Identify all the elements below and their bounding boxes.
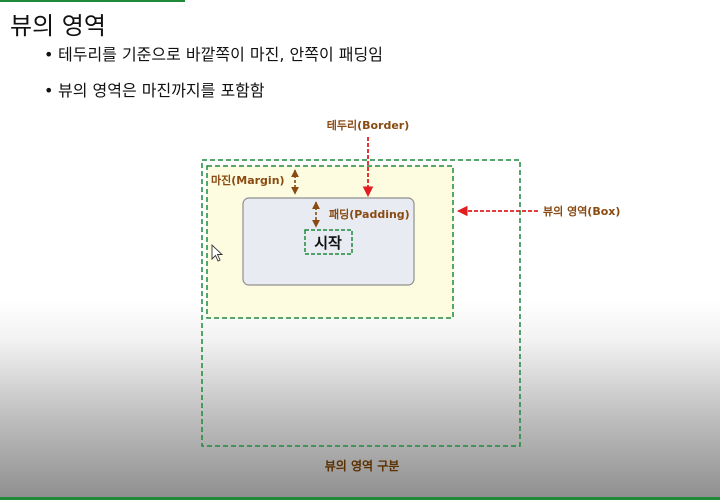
border-box (242, 197, 415, 286)
slide-title: 뷰의 영역 (10, 12, 106, 40)
bullet-item-1: •테두리를 기준으로 바깥쪽이 마진, 안쪽이 패딩임 (44, 45, 383, 64)
mouse-cursor-icon (211, 243, 224, 262)
margin-label: 마진(Margin) (211, 173, 285, 187)
box-area-outline (201, 159, 521, 447)
bottom-accent-rule (0, 497, 720, 500)
bullet-text-2: 뷰의 영역은 마진까지를 포함함 (58, 81, 265, 101)
box-label: 뷰의 영역(Box) (543, 204, 620, 218)
diagram-caption: 뷰의 영역 구분 (325, 458, 400, 473)
padding-label: 패딩(Padding) (329, 207, 410, 221)
top-accent-rule (0, 0, 185, 2)
content-box (304, 229, 353, 255)
content-label: 시작 (314, 234, 342, 252)
bullet-text-1: 테두리를 기준으로 바깥쪽이 마진, 안쪽이 패딩임 (58, 45, 383, 64)
bullet-list: •테두리를 기준으로 바깥쪽이 마진, 안쪽이 패딩임 •뷰의 영역은 마진까지… (44, 44, 383, 117)
bullet-item-2: •뷰의 영역은 마진까지를 포함함 (44, 81, 265, 101)
border-label: 테두리(Border) (327, 118, 410, 132)
